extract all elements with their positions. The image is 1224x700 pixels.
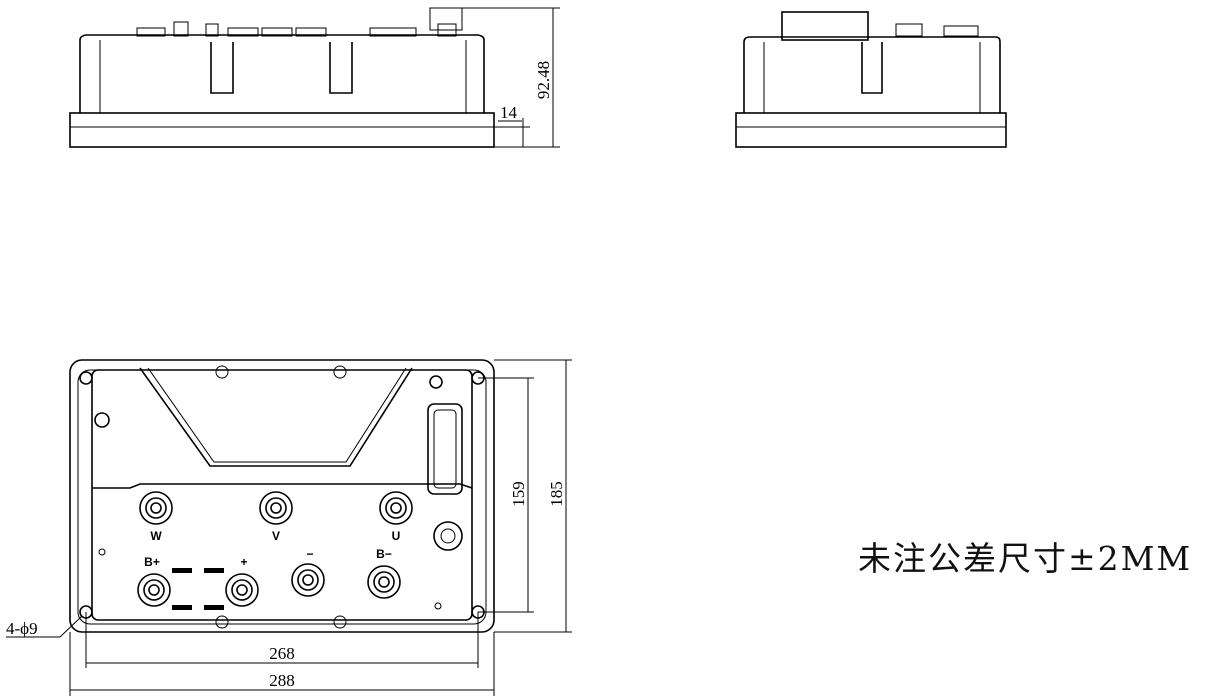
- terminal-plus: [225, 573, 259, 607]
- dim-side-height: 92.48: [534, 61, 553, 99]
- plan-outer-flange: [69, 359, 495, 633]
- front-view: [69, 7, 495, 148]
- dim-outer-width: 288: [269, 671, 295, 690]
- plan-lid: [91, 369, 473, 621]
- dim-inner-height: 159: [509, 481, 528, 507]
- dim-inner-width: 268: [269, 644, 295, 663]
- signal-connector: [427, 403, 463, 495]
- dim-flange-thickness: 14: [500, 103, 518, 122]
- front-rib-right: [329, 42, 353, 94]
- plan-view: W V U B+ + − B−: [69, 359, 495, 633]
- front-base-flange: [69, 112, 495, 148]
- label-b-minus: B−: [376, 547, 392, 561]
- side-housing: [743, 36, 1001, 113]
- tolerance-note: 未注公差尺寸±2MM: [858, 539, 1192, 578]
- plan-recess: [139, 367, 413, 467]
- label-plus: +: [240, 555, 247, 569]
- label-v: V: [272, 529, 280, 543]
- label-minus: −: [306, 547, 313, 561]
- terminal-b-minus: [367, 565, 401, 599]
- side-base-flange: [735, 112, 1007, 148]
- terminal-minus: [291, 563, 325, 597]
- terminal-u: [379, 491, 413, 525]
- label-b-plus: B+: [144, 555, 160, 569]
- front-housing: [79, 34, 485, 113]
- front-rib-left: [210, 42, 234, 94]
- dim-outer-height: 185: [547, 481, 566, 507]
- label-u: U: [392, 529, 401, 543]
- label-w: W: [150, 529, 162, 543]
- mount-hole-tl: [79, 371, 93, 385]
- front-dimensions: 92.48 14: [462, 7, 560, 148]
- side-connector-housing: [781, 11, 869, 41]
- vent-plug: [433, 521, 463, 551]
- terminal-b-plus: [137, 573, 171, 607]
- terminal-w: [139, 491, 173, 525]
- terminal-v: [259, 491, 293, 525]
- dim-hole-callout: 4-ϕ9: [6, 619, 38, 638]
- side-view: [735, 11, 1007, 148]
- plan-dimensions: 185 159 268 288 4-ϕ9: [6, 359, 572, 696]
